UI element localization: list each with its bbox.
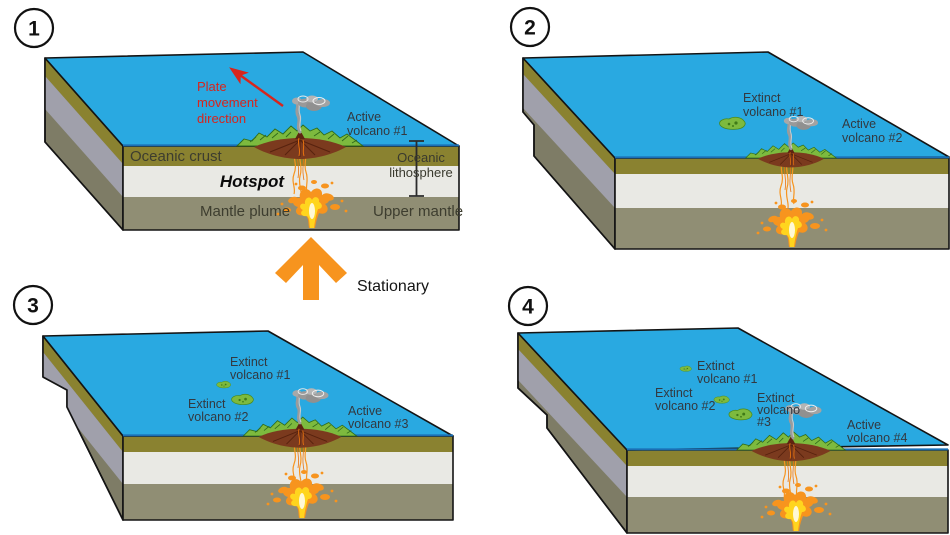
lithosphere-bracket (409, 140, 424, 197)
active-volcano-label-line1: Active (347, 110, 381, 124)
upper-mantle-label: Upper mantle (373, 203, 463, 220)
active-volcano-label-line1: Active (842, 117, 876, 131)
step-badge-1: 1 (13, 7, 55, 49)
left-face-lithosphere-band (523, 74, 615, 208)
extinct-volcano1-label-line2: volcano #1 (697, 372, 758, 386)
step-badge-2: 2 (509, 6, 551, 48)
active-volcano-label-line1: Active (348, 404, 382, 418)
stationary-annotation: Stationary (275, 237, 429, 300)
extinct-volcano1-label-line1: Extinct (743, 91, 781, 105)
lithosphere-layer (123, 452, 453, 484)
panel-3: 3 Extinct volcano #1 Extinct volcano #2 … (12, 284, 454, 521)
extinct-volcano2-label-line1: Extinct (655, 386, 693, 400)
extinct-island-icon (216, 381, 231, 389)
left-face-lithosphere-band (45, 76, 123, 197)
active-volcano-label-line2: volcano #2 (842, 131, 903, 145)
plate-movement-arrow-icon (229, 67, 284, 107)
extinct-volcano3-label-line3: #3 (757, 415, 771, 429)
step-badge-4: 4 (507, 285, 549, 327)
active-volcano-label-line1: Active (847, 418, 881, 432)
left-face-crust-band (518, 333, 627, 466)
extinct-volcano1-label-line2: volcano #1 (230, 368, 291, 382)
extinct-volcano1-label-line1: Extinct (230, 355, 268, 369)
extinct-island-icon (713, 395, 730, 404)
panel-1: 1 Plate movement direction Active volcan… (13, 7, 463, 231)
extinct-island-icon (679, 365, 692, 372)
step-number: 3 (27, 295, 39, 318)
extinct-volcano3-label-line1: Extinct (757, 391, 795, 405)
step-number: 2 (524, 17, 536, 40)
left-face-crust-band (523, 58, 615, 174)
left-face-crust-band (45, 58, 123, 164)
active-volcano-label-line2: volcano #4 (847, 431, 908, 445)
lithosphere-layer (123, 166, 459, 197)
extinct-volcano2-label-line2: volcano #2 (655, 399, 716, 413)
block-2 (522, 51, 950, 250)
mantle-plume-label: Mantle plume (200, 203, 290, 220)
block-3 (42, 330, 454, 521)
left-face-crust-band (43, 336, 123, 452)
active-volcano-label-line2: volcano #3 (348, 417, 409, 431)
extinct-volcano3-label-line2: volcano (757, 403, 800, 417)
active-volcano-label-line2: volcano #1 (347, 124, 408, 138)
panel-4: 4 Extinct volcano #1 Extinct volcano #2 (507, 285, 949, 534)
extinct-island-icon (728, 408, 753, 421)
panel-2: 2 Extinct volcano #1 Active volcano #2 (509, 6, 950, 250)
left-face-lithosphere-band (518, 349, 627, 497)
stationary-arrow-icon (275, 237, 347, 300)
extinct-island-icon (719, 116, 746, 130)
ocean-surface (517, 327, 949, 451)
plate-movement-annotation: Plate movement direction (197, 67, 284, 126)
step-number: 4 (522, 296, 534, 319)
extinct-volcano2-label-line1: Extinct (188, 397, 226, 411)
stationary-label: Stationary (357, 278, 429, 295)
hotspot-label: Hotspot (220, 172, 286, 191)
oceanic-lithosphere-label-line2: lithosphere (389, 165, 453, 180)
oceanic-lithosphere-label-line1: Oceanic (397, 150, 445, 165)
step-badge-3: 3 (12, 284, 54, 326)
oceanic-crust-label: Oceanic crust (130, 148, 223, 165)
left-face-lithosphere-band (43, 352, 123, 484)
plate-movement-label-line2: movement (197, 95, 258, 110)
extinct-volcano1-label-line1: Extinct (697, 359, 735, 373)
extinct-volcano1-label-line2: volcano #1 (743, 105, 804, 119)
plate-movement-label-line1: Plate (197, 79, 227, 94)
step-number: 1 (28, 18, 40, 41)
extinct-island-icon (231, 393, 254, 405)
extinct-volcano2-label-line2: volcano #2 (188, 410, 249, 424)
plate-movement-label-line3: direction (197, 111, 246, 126)
